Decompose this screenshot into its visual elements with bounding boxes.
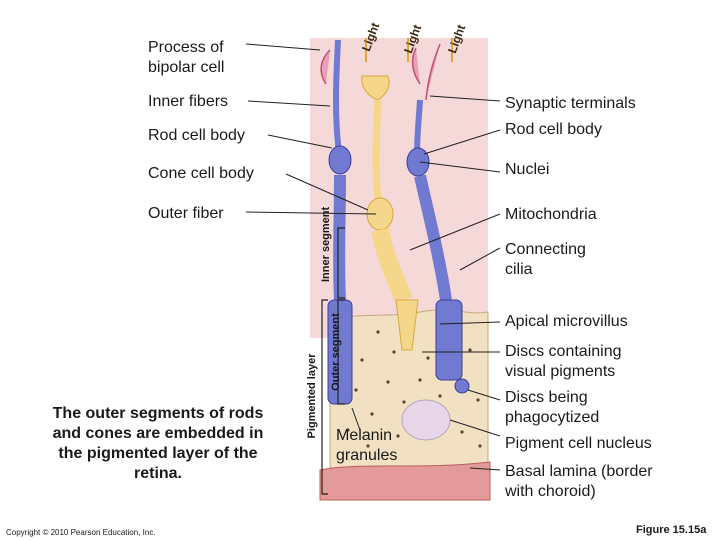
light-arrows: [365, 38, 453, 62]
cone-cell: [361, 75, 419, 351]
label-basal-lamina: Basal lamina (border with choroid): [505, 463, 653, 500]
label-synaptic-terminals: Synaptic terminals: [505, 95, 636, 112]
label-connecting-cilia: Connecting cilia: [505, 241, 586, 278]
label-melanin-granules: Melanin granules: [336, 427, 398, 464]
label-mitochondria: Mitochondria: [505, 206, 597, 223]
figure-number: Figure 15.15a: [636, 524, 707, 536]
label-nuclei: Nuclei: [505, 161, 550, 178]
label-outer-segment: Outer segment: [330, 313, 342, 391]
label-discs-phagocytized: Discs being phagocytized: [505, 389, 600, 426]
label-inner-fibers: Inner fibers: [148, 93, 229, 110]
basal-lamina: [319, 461, 491, 501]
rod-cell-right: [406, 43, 470, 394]
label-rod-cell-body-left: Rod cell body: [148, 127, 245, 144]
label-outer-fiber: Outer fiber: [148, 205, 224, 222]
label-cone-cell-body: Cone cell body: [148, 165, 254, 182]
label-pigment-cell-nucleus: Pigment cell nucleus: [505, 435, 652, 452]
label-inner-segment: Inner segment: [320, 206, 332, 282]
leader-lines: [245, 43, 501, 471]
caption: The outer segments of rods and cones are…: [52, 405, 264, 482]
label-discs-visual-pigments: Discs containing visual pigments: [505, 343, 622, 380]
rod-cell-left: [320, 39, 353, 405]
label-rod-cell-body-right: Rod cell body: [505, 121, 602, 138]
copyright: Copyright © 2010 Pearson Education, Inc.: [6, 528, 156, 537]
segment-brackets: [321, 227, 345, 495]
label-pigmented-layer: Pigmented layer: [306, 353, 318, 439]
label-process-bipolar: Process of bipolar cell: [148, 39, 225, 76]
label-apical-microvillus: Apical microvillus: [505, 313, 628, 330]
